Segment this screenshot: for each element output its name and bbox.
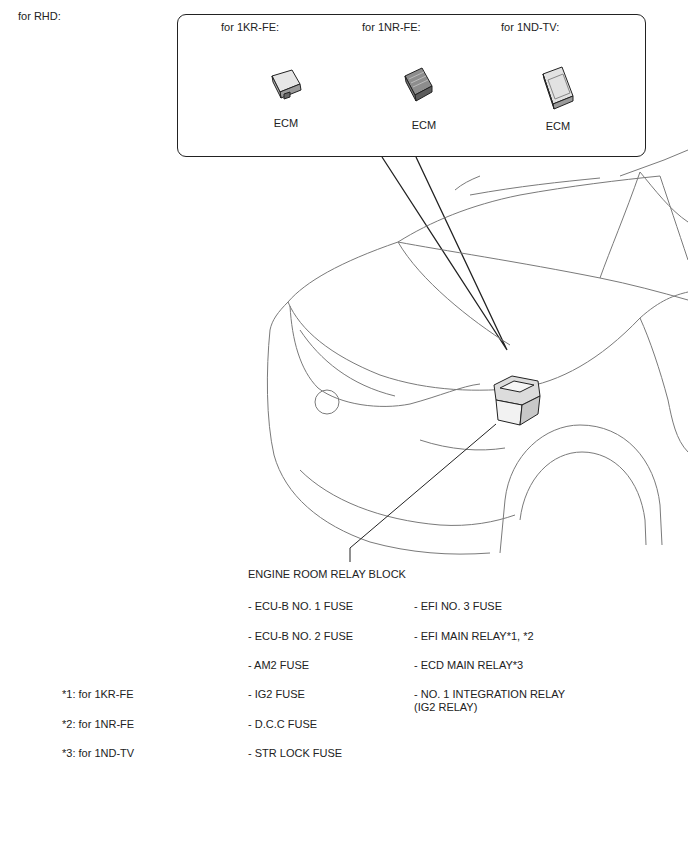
footnote: *3: for 1ND-TV <box>62 747 134 760</box>
fuse-name: - STR LOCK FUSE <box>248 747 342 760</box>
fuse-name: - IG2 FUSE <box>248 688 305 701</box>
fuse-name: - ECU-B NO. 1 FUSE <box>248 600 353 613</box>
leader-line <box>350 424 496 562</box>
ecm-icon <box>405 68 432 101</box>
variant-heading: for 1KR-FE: <box>221 21 279 34</box>
fuse-name: - ECU-B NO. 2 FUSE <box>248 630 353 643</box>
footnote: *1: for 1KR-FE <box>62 688 134 701</box>
fuse-name: - EFI NO. 3 FUSE <box>414 600 502 613</box>
fuse-name: - D.C.C FUSE <box>248 718 317 731</box>
callout-tail <box>382 157 507 350</box>
callout-box: for 1KR-FE: for 1NR-FE: for 1ND-TV: ECM ECM E… <box>177 14 646 157</box>
variant-heading: for 1NR-FE: <box>362 21 421 34</box>
relay-name: - EFI MAIN RELAY*1, *2 <box>414 630 534 643</box>
fuse-name: - AM2 FUSE <box>248 659 309 672</box>
variant-heading: for 1ND-TV: <box>501 21 559 34</box>
variant-heading: for RHD: <box>18 10 61 23</box>
relay-name: - NO. 1 INTEGRATION RELAY (IG2 RELAY) <box>414 688 579 714</box>
car-outline <box>267 150 688 554</box>
part-name: ECM <box>546 120 570 133</box>
ecm-icon <box>543 67 573 109</box>
part-name: ECM <box>412 119 436 132</box>
part-name: ENGINE ROOM RELAY BLOCK <box>248 568 406 581</box>
relay-name: - ECD MAIN RELAY*3 <box>414 659 523 672</box>
footnote: *2: for 1NR-FE <box>62 718 134 731</box>
part-name: ECM <box>274 117 298 130</box>
relay-block-symbol <box>494 376 540 425</box>
ecm-icon <box>272 70 301 99</box>
